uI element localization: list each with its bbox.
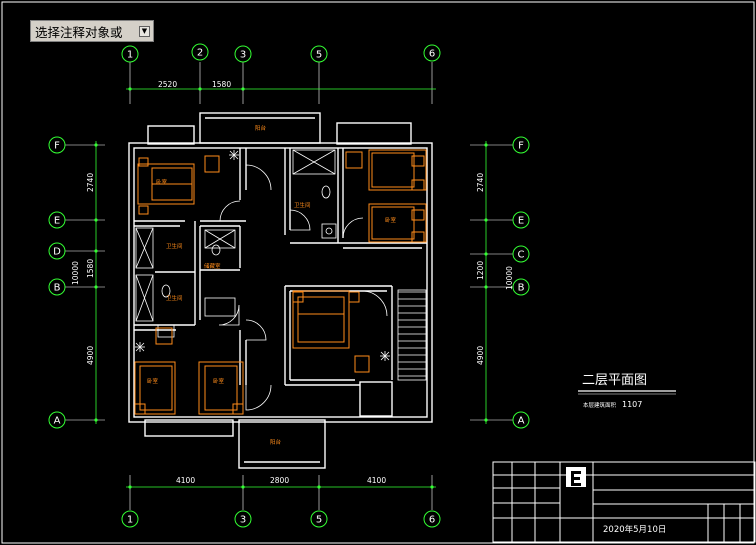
dim-right-2: 1200 bbox=[476, 261, 485, 280]
grid-bubble-label: C bbox=[518, 250, 525, 261]
door-swings bbox=[218, 164, 388, 411]
dim-top-2: 1580 bbox=[212, 80, 231, 89]
title-block bbox=[492, 461, 756, 543]
grid-bubble-circle bbox=[121, 510, 139, 528]
grid-bubble-label: 6 bbox=[429, 49, 435, 60]
grid-bubble-circle bbox=[512, 211, 530, 229]
grid-bubble-label: A bbox=[54, 416, 61, 427]
dim-left-2: 1580 bbox=[86, 259, 95, 278]
chevron-down-icon[interactable]: ▼ bbox=[139, 26, 150, 37]
grid-bubble-label: B bbox=[54, 283, 61, 294]
grid-bubble-circle bbox=[423, 510, 441, 528]
grid-bubble-label: 6 bbox=[429, 515, 435, 526]
room-label-bedroom-4: 卧室 bbox=[213, 377, 225, 385]
room-label-storage: 储藏室 bbox=[204, 262, 221, 270]
stair-outline bbox=[397, 289, 427, 381]
grid-bubble-label: D bbox=[53, 247, 61, 258]
room-label-balcony-bottom: 阳台 bbox=[270, 438, 282, 446]
title-block-date: 2020年5月10日 bbox=[603, 524, 666, 535]
dimension-lines bbox=[95, 88, 487, 488]
grid-bubble-label: B bbox=[518, 283, 525, 294]
room-labels: 卧室 卧室 卧室 卧室 卫生间 卫生间 卫生间 储藏室 阳台 阳台 bbox=[147, 124, 397, 446]
room-label-bathroom-2: 卫生间 bbox=[166, 294, 183, 302]
walls bbox=[128, 112, 433, 469]
grid-bubble-circle bbox=[512, 411, 530, 429]
dim-right-1: 2740 bbox=[476, 173, 485, 192]
plan-area-label: 本层建筑面积 bbox=[583, 401, 617, 409]
dimension-ticks bbox=[94, 87, 488, 489]
dim-bottom-2: 2800 bbox=[270, 476, 289, 485]
stair-treads bbox=[397, 289, 427, 381]
command-prompt-text: 选择注释对象或 bbox=[35, 24, 123, 40]
company-logo-icon bbox=[566, 467, 586, 487]
grid-bubble-circle bbox=[191, 43, 209, 61]
grid-bubble-circle bbox=[310, 510, 328, 528]
room-label-bathroom-1: 卫生间 bbox=[166, 242, 183, 250]
furniture bbox=[134, 149, 427, 415]
grid-bubble-label: E bbox=[54, 216, 60, 227]
grid-bubble-circle bbox=[121, 45, 139, 63]
grid-bubble-circle bbox=[423, 44, 441, 62]
grid-bubble-circle bbox=[48, 278, 66, 296]
room-label-bedroom-2: 卧室 bbox=[385, 216, 397, 224]
grid-bubble-label: F bbox=[518, 141, 524, 152]
grid-bubble-label: 1 bbox=[127, 50, 133, 61]
grid-bubble-circle bbox=[512, 136, 530, 154]
dimension-texts: 2520 1580 4100 2800 4100 2740 1580 4900 … bbox=[71, 80, 514, 485]
grid-bubble-circle bbox=[310, 45, 328, 63]
grid-bubble-label: 5 bbox=[316, 50, 322, 61]
grid-bubble-label: 3 bbox=[240, 50, 246, 61]
dim-left-1: 2740 bbox=[86, 173, 95, 192]
room-label-bathroom-3: 卫生间 bbox=[294, 201, 311, 209]
dim-bottom-3: 4100 bbox=[367, 476, 386, 485]
grid-bubble-circle bbox=[48, 411, 66, 429]
dim-right-total: 10000 bbox=[505, 266, 514, 290]
grid-bubble-label: F bbox=[54, 141, 60, 152]
grid-bubble-label: 3 bbox=[240, 515, 246, 526]
grid-bubble-circle bbox=[48, 211, 66, 229]
dim-top-1: 2520 bbox=[158, 80, 177, 89]
dim-bottom-1: 4100 bbox=[176, 476, 195, 485]
grid-bubble-label: E bbox=[518, 216, 524, 227]
grid-bubble-label: 1 bbox=[127, 515, 133, 526]
grid-bubble-circle bbox=[48, 136, 66, 154]
room-label-balcony-top: 阳台 bbox=[255, 124, 267, 132]
light-fixture-icons bbox=[135, 150, 390, 361]
grid-bubble-label: 2 bbox=[197, 48, 203, 59]
plan-title: 二层平面图 bbox=[582, 373, 647, 388]
grid-axis-lines bbox=[65, 62, 513, 510]
grid-bubble-circle bbox=[234, 510, 252, 528]
dim-right-3: 4900 bbox=[476, 346, 485, 365]
dim-left-3: 4900 bbox=[86, 346, 95, 365]
grid-bubble-circle bbox=[512, 278, 530, 296]
dim-left-total: 10000 bbox=[71, 261, 80, 285]
room-label-bedroom-3: 卧室 bbox=[147, 377, 159, 385]
grid-bubble-circle bbox=[512, 245, 530, 263]
grid-bubble-label: 5 bbox=[316, 515, 322, 526]
plan-area-value: 1107 bbox=[622, 400, 642, 409]
command-prompt[interactable]: 选择注释对象或 ▼ bbox=[30, 20, 154, 42]
bathroom-fixtures bbox=[135, 149, 337, 338]
grid-bubble-circle bbox=[48, 242, 66, 260]
grid-bubble-circle bbox=[234, 45, 252, 63]
grid-bubble-label: A bbox=[518, 416, 525, 427]
room-label-bedroom-1: 卧室 bbox=[156, 178, 168, 186]
